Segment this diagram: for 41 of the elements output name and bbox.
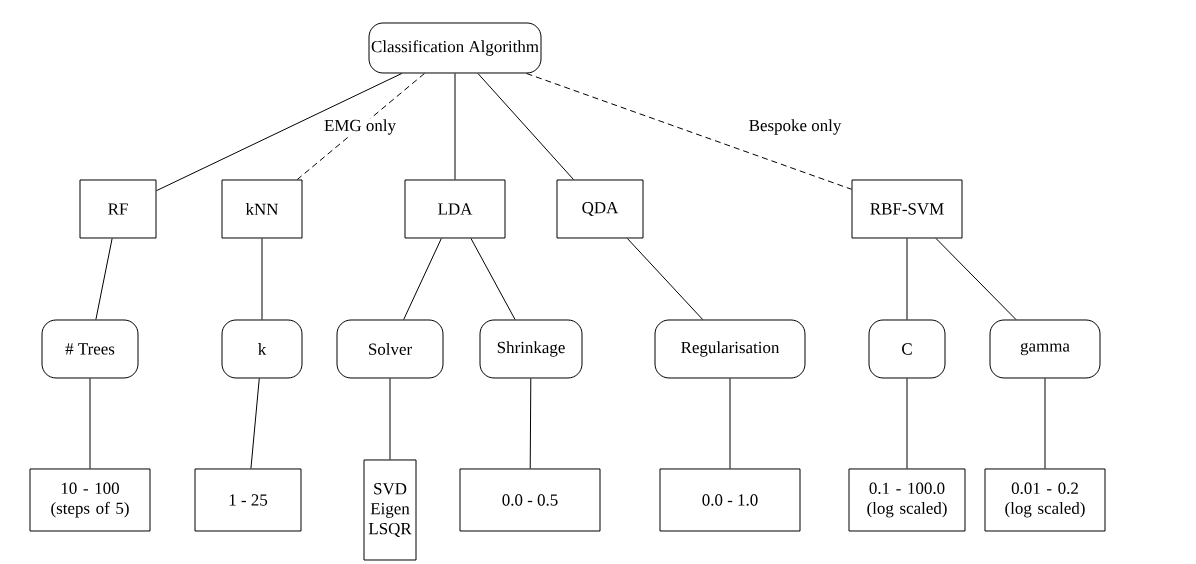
connector-line bbox=[403, 238, 442, 320]
rounded-box: Regularisation bbox=[654, 319, 806, 379]
process-box: 1 - 25 bbox=[194, 468, 302, 532]
connector-line bbox=[454, 73, 456, 180]
process-box: QDA bbox=[556, 179, 644, 239]
connector-line bbox=[906, 378, 908, 469]
process-box: SVD Eigen LSQR bbox=[363, 459, 417, 561]
connector-line bbox=[156, 73, 403, 192]
rounded-box: # Trees bbox=[41, 319, 139, 379]
rounded-box: k bbox=[221, 319, 303, 379]
rounded-box: gamma bbox=[989, 319, 1101, 379]
process-box: LDA bbox=[404, 179, 506, 239]
rounded-box: Classification Algorithm bbox=[368, 22, 542, 74]
connector-line bbox=[470, 238, 516, 320]
process-box: 10 - 100 (steps of 5) bbox=[29, 468, 151, 532]
rounded-box: Shrinkage bbox=[479, 319, 583, 379]
connector-line bbox=[389, 378, 391, 460]
rounded-box: C bbox=[868, 319, 946, 379]
connector-line bbox=[729, 378, 731, 469]
connector-line bbox=[261, 238, 263, 320]
process-box: 0.01 - 0.2 (log scaled) bbox=[984, 468, 1106, 532]
connector-line bbox=[250, 378, 260, 469]
process-box: kNN bbox=[221, 179, 303, 239]
process-box: 0.0 - 1.0 bbox=[659, 468, 801, 532]
edge-label: EMG only bbox=[323, 118, 397, 136]
rounded-box: Solver bbox=[336, 319, 444, 379]
connector-line bbox=[296, 73, 425, 180]
connector-line bbox=[89, 378, 91, 469]
connector-line bbox=[935, 238, 1017, 320]
connector-line bbox=[906, 238, 908, 320]
connector-line bbox=[626, 238, 704, 320]
connector-line bbox=[529, 378, 532, 469]
process-box: 0.0 - 0.5 bbox=[459, 468, 601, 532]
process-box: 0.1 - 100.0 (log scaled) bbox=[848, 468, 966, 532]
connector-line bbox=[477, 73, 574, 180]
connector-line bbox=[95, 238, 113, 320]
process-box: RF bbox=[79, 179, 157, 239]
connector-line bbox=[526, 73, 852, 190]
edge-label: Bespoke only bbox=[747, 118, 843, 136]
connector-line bbox=[1044, 378, 1046, 469]
process-box: RBF-SVM bbox=[851, 179, 963, 239]
